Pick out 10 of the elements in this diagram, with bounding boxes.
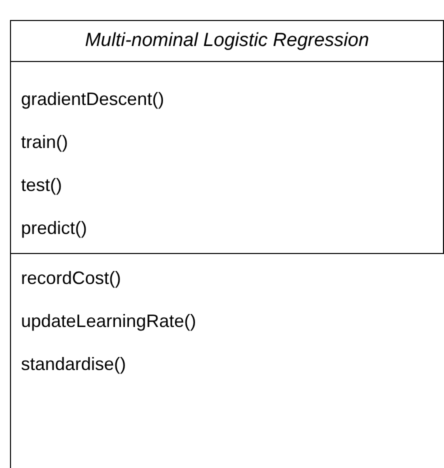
method-name: standardise() [21,353,126,376]
class-name: Multi-nominal Logistic Regression [84,28,370,53]
method-name: recordCost() [21,267,122,290]
method-name: predict() [21,217,88,240]
method-name: train() [21,131,68,154]
class-box [10,20,444,468]
method-name: updateLearningRate() [21,310,196,333]
method-compartment [11,61,444,253]
method-name: gradientDescent() [21,88,164,111]
method-name: test() [21,174,62,197]
